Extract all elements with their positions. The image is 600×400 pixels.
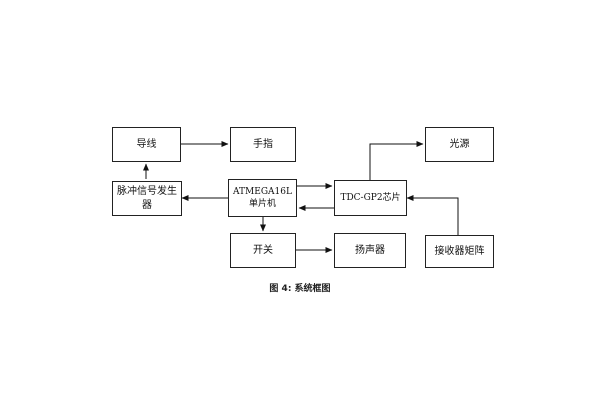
node-switch: 开关: [230, 233, 296, 268]
node-mcu: ATMEGA16L单片机: [228, 179, 297, 217]
node-light-source: 光源: [425, 127, 494, 162]
node-speaker: 扬声器: [334, 233, 406, 268]
node-finger: 手指: [230, 127, 296, 162]
node-receiver-matrix: 接收器矩阵: [425, 235, 494, 268]
node-tdc-chip: TDC-GP2芯片: [334, 180, 407, 216]
node-pulse-generator: 脉冲信号发生器: [112, 181, 182, 216]
node-wire: 导线: [112, 127, 181, 162]
arrow-receiver-to-tdc: [406, 195, 459, 235]
arrow-tdc-to-light: [369, 141, 424, 180]
figure-caption: 图 4: 系统框图: [269, 284, 331, 294]
